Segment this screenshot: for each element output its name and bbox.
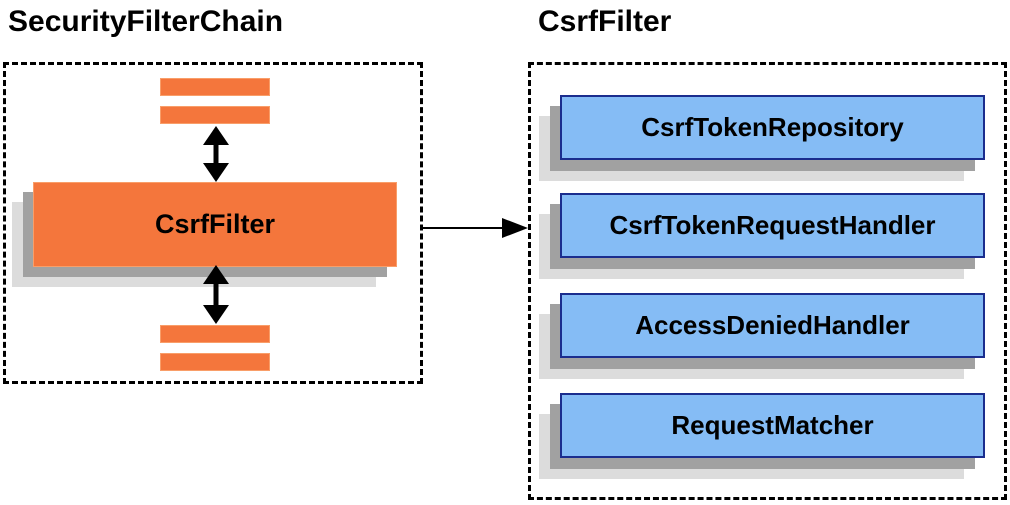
access-denied-handler-box: AccessDeniedHandler	[560, 293, 985, 358]
csrf-filter-detail-box	[528, 62, 1007, 500]
component-box-label: RequestMatcher	[671, 410, 874, 440]
security-filter-chain-box	[3, 62, 423, 384]
left-panel-title: SecurityFilterChain	[8, 5, 284, 38]
filter-placeholder-bar	[160, 106, 270, 124]
component-box-label: AccessDeniedHandler	[635, 310, 910, 340]
flow-arrow-icon	[423, 218, 528, 238]
component-box-label: CsrfTokenRequestHandler	[609, 210, 936, 240]
component-box-label: CsrfTokenRepository	[641, 112, 904, 142]
csrf-filter-box-label: CsrfFilter	[154, 209, 276, 239]
csrf-token-request-handler-box: CsrfTokenRequestHandler	[560, 193, 985, 258]
filter-placeholder-bar	[160, 325, 270, 343]
csrf-filter-box: CsrfFilter	[33, 182, 397, 267]
filter-placeholder-bar	[160, 78, 270, 96]
csrf-token-repository-box: CsrfTokenRepository	[560, 95, 985, 160]
request-matcher-box: RequestMatcher	[560, 393, 985, 458]
filter-placeholder-bar	[160, 353, 270, 371]
right-panel-title: CsrfFilter	[538, 5, 672, 38]
